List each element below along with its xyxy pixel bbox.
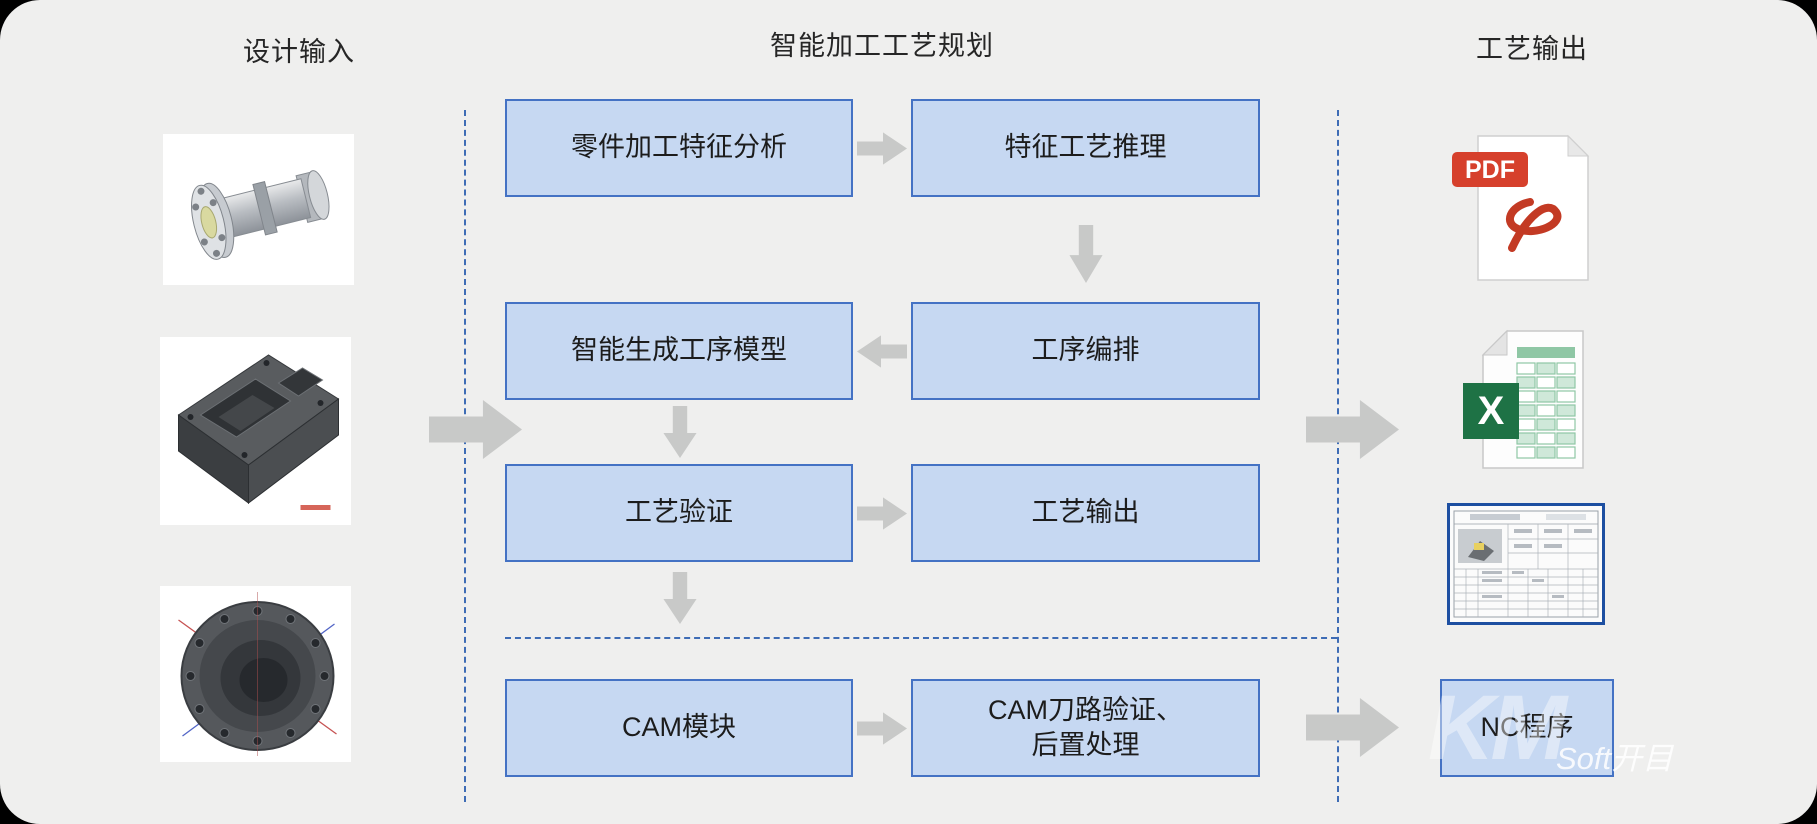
process-card-graphic xyxy=(1450,507,1602,621)
flow-box-cam-post-processing: CAM刀路验证、 后置处理 xyxy=(911,679,1260,777)
right-block-arrow-icon xyxy=(857,497,907,530)
flow-box-label: 智能生成工序模型 xyxy=(571,335,787,366)
shaft-3d-model xyxy=(191,170,330,260)
flow-box-operation-sequencing: 工序编排 xyxy=(911,302,1260,400)
section-title-process-output: 工艺输出 xyxy=(1476,34,1588,64)
flow-box-cam-module: CAM模块 xyxy=(505,679,853,777)
pdf-document-icon: PDF xyxy=(1440,130,1615,286)
flow-box-operation-model: 智能生成工序模型 xyxy=(505,302,853,400)
excel-x-label: X xyxy=(1478,389,1505,433)
flow-box-label: 工艺验证 xyxy=(625,497,733,528)
flow-box-process-verification: 工艺验证 xyxy=(505,464,853,562)
flow-box-label: 工序编排 xyxy=(1031,335,1140,366)
plate-3d-model xyxy=(177,354,340,510)
pdf-banner-label: PDF xyxy=(1465,156,1515,184)
section-title-process-planning: 智能加工工艺规划 xyxy=(770,31,994,61)
down-block-arrow-icon xyxy=(663,572,697,624)
nc-program-label: NC程序 xyxy=(1480,712,1574,743)
plate-part-model-image xyxy=(160,337,351,525)
divider-left-dashed-line xyxy=(464,110,466,802)
down-block-arrow-icon xyxy=(663,406,697,458)
flow-box-label: CAM模块 xyxy=(622,712,736,743)
down-block-arrow-icon xyxy=(1069,225,1103,283)
section-title-design-input: 设计输入 xyxy=(243,37,355,67)
flow-box-label-line2: 后置处理 xyxy=(1031,730,1140,760)
divider-right-dashed-line xyxy=(1337,110,1339,802)
excel-icon-graphic: X xyxy=(1463,329,1584,469)
flow-box-feature-reasoning: 特征工艺推理 xyxy=(911,99,1260,197)
shaft-part-model-image xyxy=(163,134,354,285)
pdf-icon-graphic: PDF xyxy=(1452,134,1590,281)
right-block-arrow-icon xyxy=(857,132,907,165)
divider-cam-dashed-line xyxy=(505,637,1337,639)
excel-spreadsheet-icon: X xyxy=(1455,327,1590,472)
big-right-block-arrow-nc-icon xyxy=(1306,698,1399,757)
casing-3d-model xyxy=(178,592,337,756)
flow-box-feature-analysis: 零件加工特征分析 xyxy=(505,99,853,197)
left-block-arrow-icon xyxy=(857,335,907,368)
right-block-arrow-icon xyxy=(857,712,907,745)
big-right-block-arrow-output-icon xyxy=(1306,400,1399,459)
flow-box-process-output: 工艺输出 xyxy=(911,464,1260,562)
flow-box-label: 工艺输出 xyxy=(1031,497,1140,528)
casing-part-model-image xyxy=(160,586,351,762)
big-right-block-arrow-input-icon xyxy=(429,400,522,459)
flow-box-label: 零件加工特征分析 xyxy=(571,132,787,163)
flow-box-label: 特征工艺推理 xyxy=(1004,132,1167,163)
flow-box-label-line1: CAM刀路验证、 xyxy=(988,694,1183,725)
nc-program-box: NC程序 xyxy=(1440,679,1614,777)
process-card-table-image xyxy=(1447,503,1605,625)
